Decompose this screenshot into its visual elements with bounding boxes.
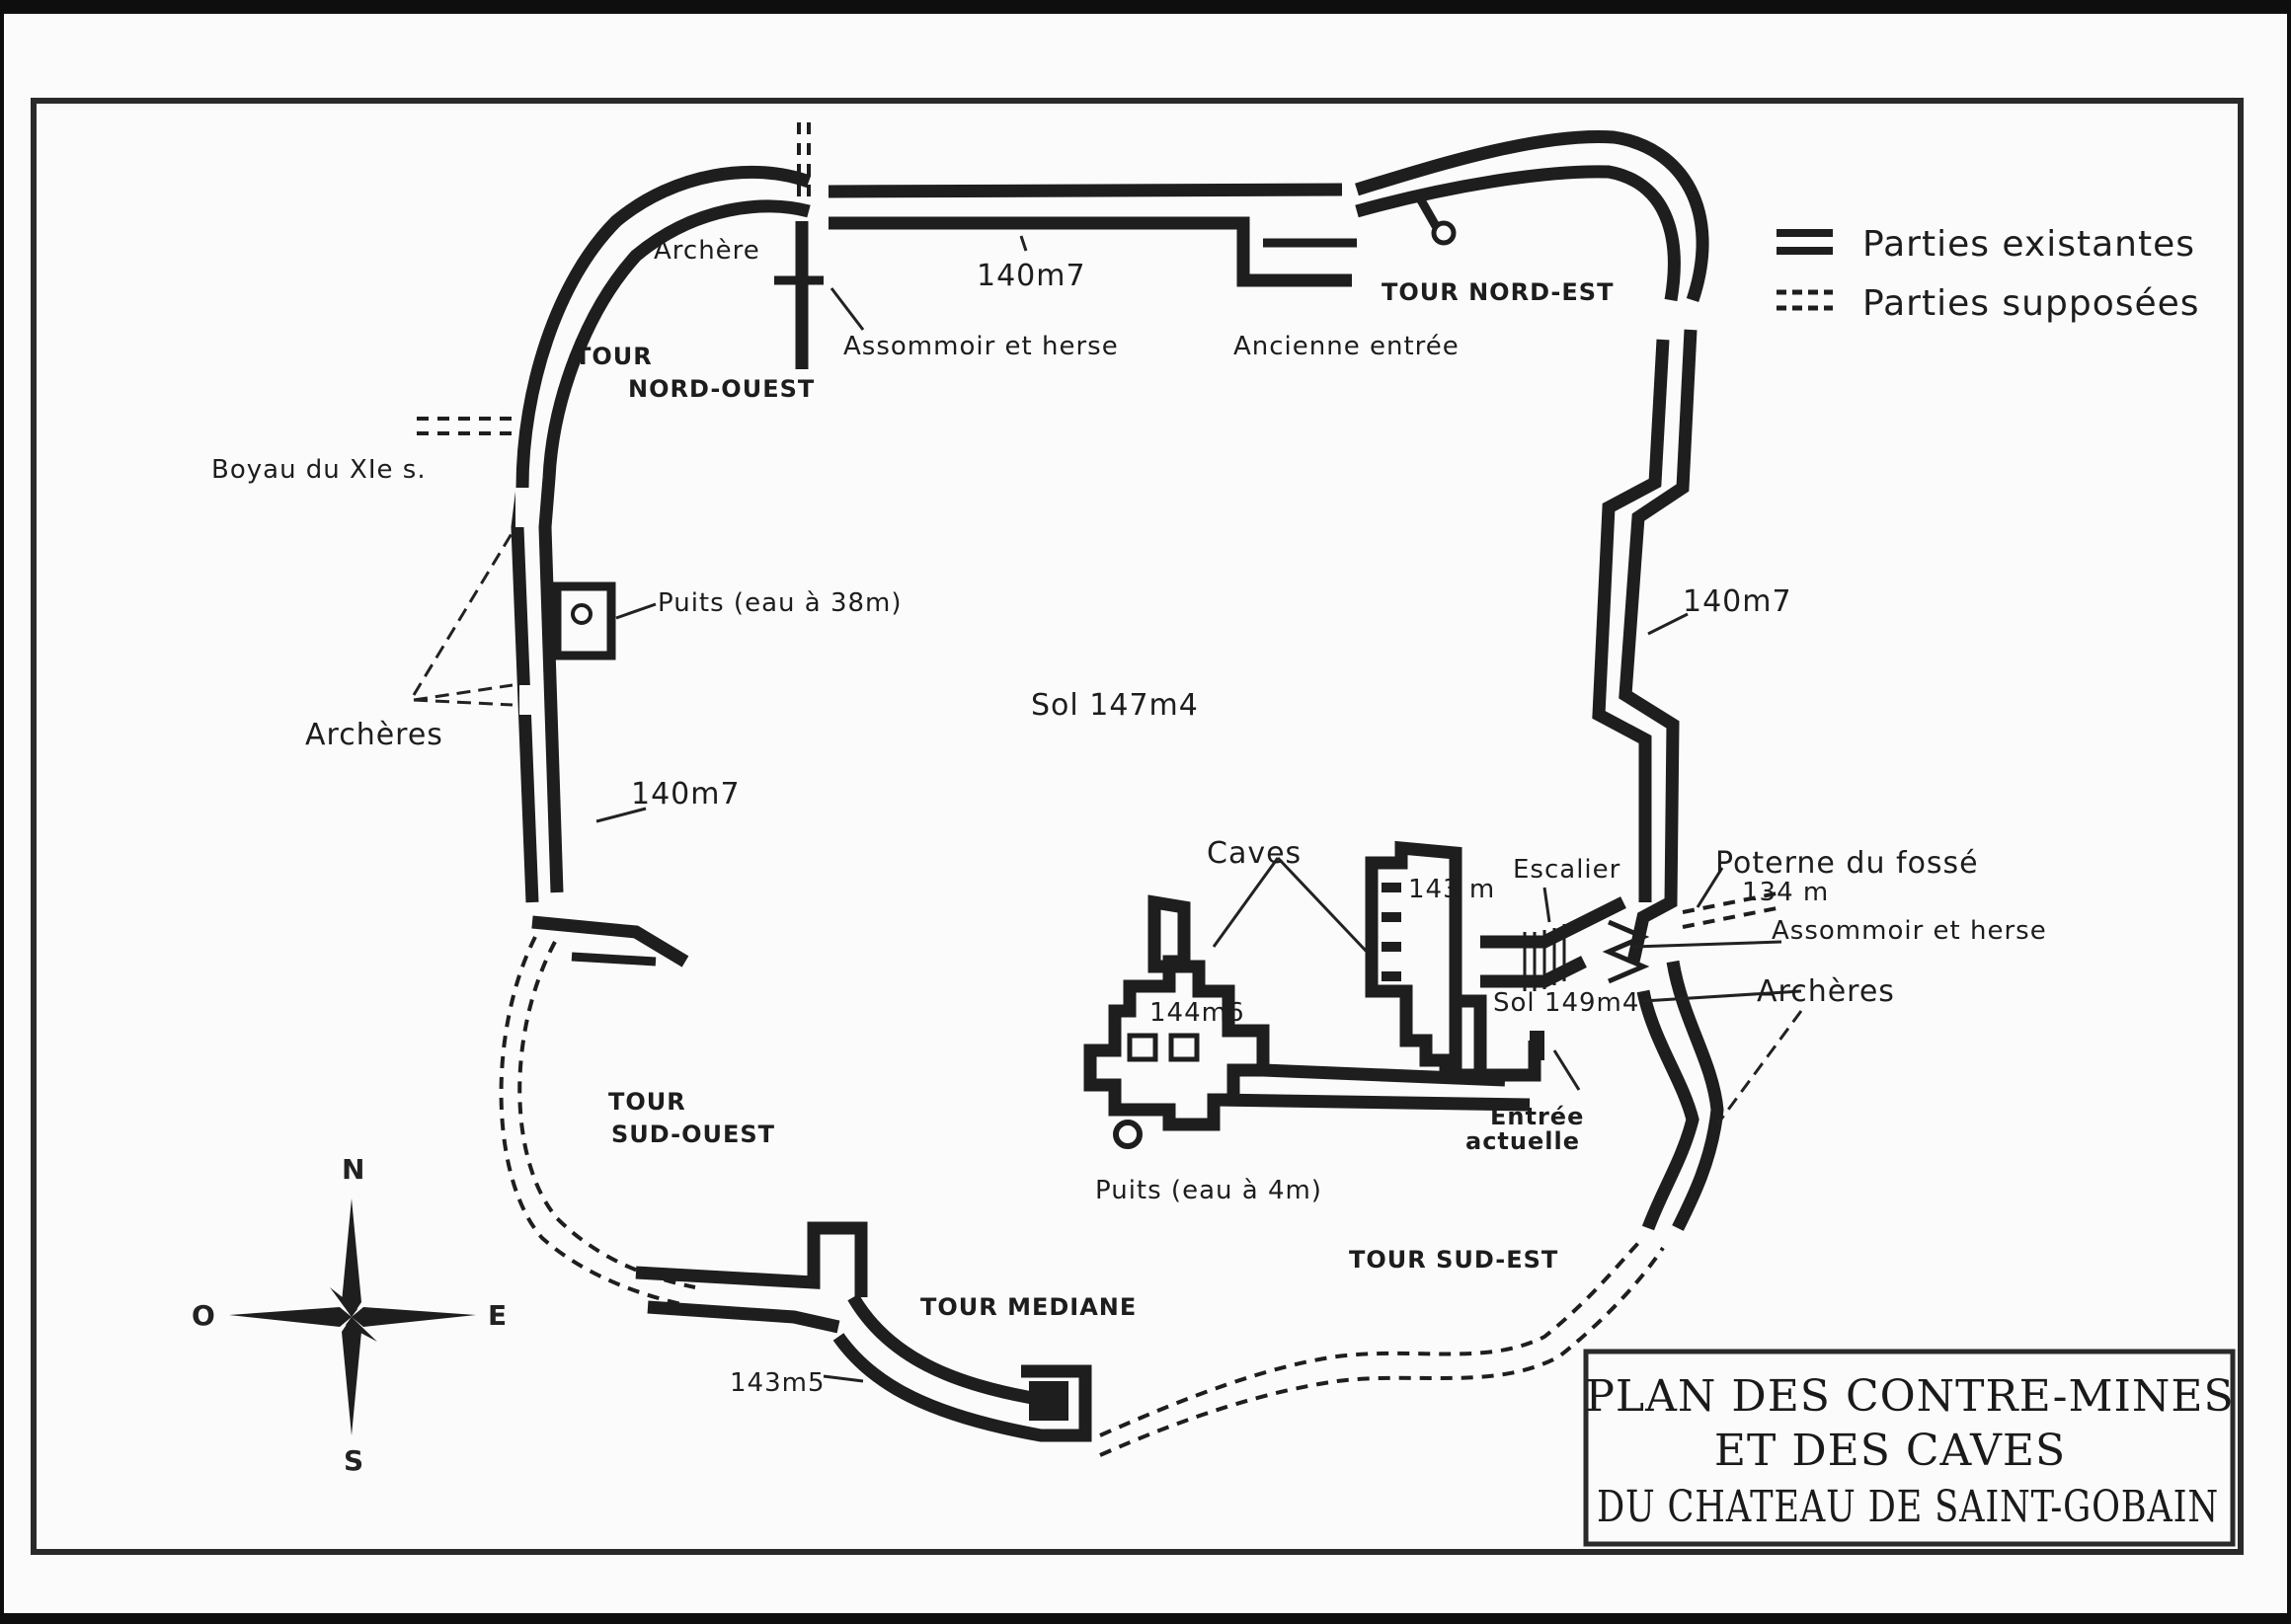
- label-puits-cave: Puits (eau à 4m): [1095, 1176, 1322, 1205]
- curtain-walls: [511, 129, 1724, 1442]
- compass-west: O: [192, 1299, 215, 1332]
- title-box: [1583, 1349, 2236, 1547]
- label-sol-east: Sol 149m4: [1493, 988, 1639, 1018]
- pointer-arrows: [412, 235, 1803, 1383]
- compass-rose: N S O E: [192, 1153, 507, 1477]
- label-tour-nord-ouest-1: TOUR: [575, 343, 653, 370]
- label-alt-poterne: 134 m: [1742, 878, 1829, 907]
- label-alt-east: 140m7: [1683, 584, 1792, 619]
- label-escalier: Escalier: [1513, 855, 1620, 885]
- castle-plan-diagram: Archère 140m7 Assommoir et herse Ancienn…: [31, 98, 2244, 1555]
- caves: [1083, 840, 1650, 1149]
- legend-existing-label: Parties existantes: [1862, 224, 2195, 265]
- label-ancienne-entree: Ancienne entrée: [1233, 332, 1460, 361]
- compass-east: E: [488, 1299, 507, 1332]
- label-alt-west: 140m7: [631, 777, 741, 812]
- well-west: [552, 581, 616, 660]
- label-alt-top: 140m7: [977, 259, 1086, 293]
- label-entree-2: actuelle: [1465, 1127, 1580, 1155]
- title-line-1: PLAN DES CONTRE-MINES: [1585, 1371, 2234, 1422]
- compass-north: N: [342, 1153, 364, 1186]
- compass-south: S: [344, 1444, 363, 1477]
- label-alt-south: 143m5: [730, 1368, 826, 1398]
- label-archere: Archère: [654, 236, 760, 266]
- supposed-walls: [417, 122, 1782, 1457]
- old-entrance-ne: [1412, 189, 1457, 246]
- label-boyau: Boyau du XIe s.: [211, 455, 427, 485]
- label-poterne: Poterne du fossé: [1715, 846, 1979, 881]
- label-tour-sud-ouest-1: TOUR: [608, 1088, 686, 1116]
- label-puits-west: Puits (eau à 38m): [658, 588, 903, 618]
- plan-sheet: Archère 140m7 Assommoir et herse Ancienn…: [4, 14, 2287, 1613]
- label-assommoir-nw: Assommoir et herse: [843, 332, 1119, 361]
- legend: Parties existantes Parties supposées: [1777, 224, 2200, 324]
- label-tour-sud-est: TOUR SUD-EST: [1349, 1246, 1558, 1274]
- label-cave-143: 143 m: [1408, 875, 1495, 904]
- label-caves: Caves: [1207, 836, 1302, 871]
- label-sol-center: Sol 147m4: [1031, 688, 1199, 723]
- archere-gap-1: [515, 488, 535, 527]
- label-tour-nord-est: TOUR NORD-EST: [1382, 278, 1614, 306]
- label-archeres-west: Archères: [305, 718, 443, 752]
- label-tour-nord-ouest-2: NORD-OUEST: [628, 375, 815, 403]
- title-line-2: ET DES CAVES: [1714, 1426, 2066, 1476]
- label-tour-mediane: TOUR MEDIANE: [920, 1293, 1137, 1321]
- label-cave-144: 144m6: [1149, 998, 1245, 1028]
- title-cartouche: PLAN DES CONTRE-MINES ET DES CAVES DU CH…: [1583, 1349, 2236, 1547]
- label-entree-1: Entrée: [1490, 1103, 1584, 1130]
- legend-supposed-label: Parties supposées: [1862, 283, 2200, 324]
- outer-frame: [31, 98, 2244, 1555]
- label-tour-sud-ouest-2: SUD-OUEST: [611, 1121, 775, 1148]
- label-assommoir-east: Assommoir et herse: [1772, 916, 2047, 946]
- archere-gap-2: [519, 685, 539, 715]
- title-line-3: DU CHATEAU DE SAINT-GOBAIN: [1597, 1482, 2219, 1532]
- label-archeres-east: Archères: [1757, 974, 1895, 1009]
